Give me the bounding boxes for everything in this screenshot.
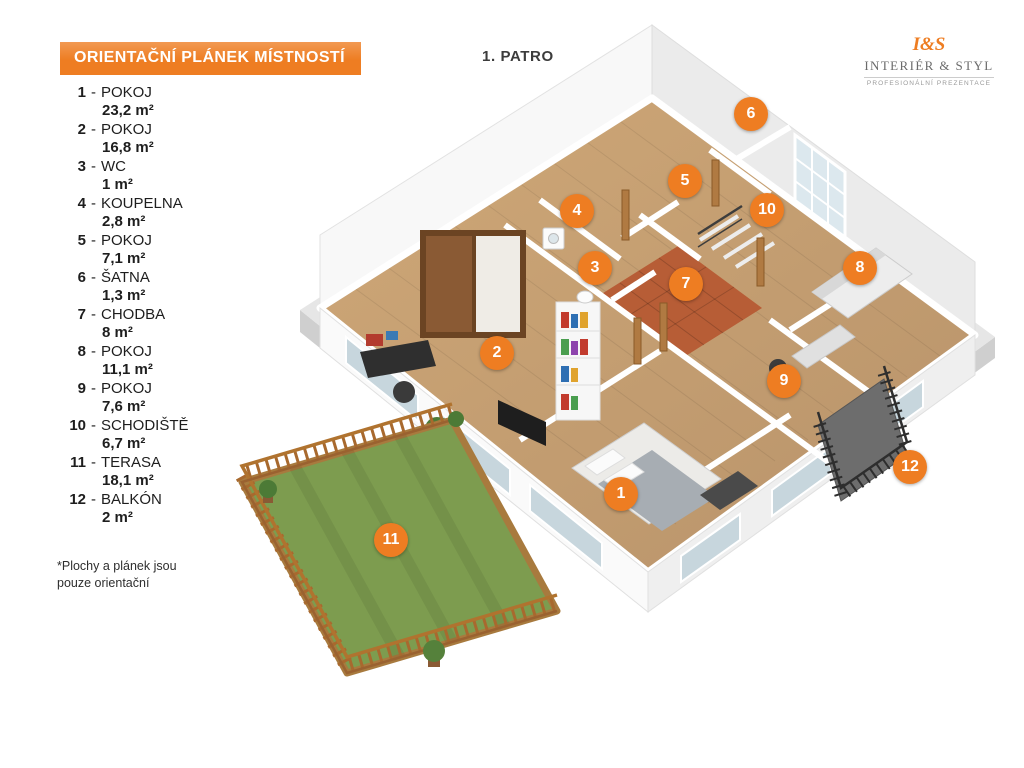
legend-item-number: 10	[69, 417, 86, 434]
legend-item-area: 11,1 m²	[102, 361, 153, 378]
tv	[498, 400, 546, 446]
legend-item-area: 23,2 m²	[102, 102, 154, 119]
bathroom-fixtures	[542, 227, 594, 304]
legend-item-number: 1	[77, 84, 86, 101]
legend-item-area: 7,1 m²	[102, 250, 146, 267]
page-title: ORIENTAČNÍ PLÁNEK MÍSTNOSTÍ	[60, 42, 361, 75]
legend-item-number: 6	[77, 269, 86, 286]
legend-item-separator: -	[91, 121, 96, 138]
footnote-line-1: *Plochy a plánek jsou	[57, 559, 177, 573]
logo-name: INTERIÉR & STYL	[864, 58, 994, 73]
legend-item-name: CHODBA	[101, 306, 166, 323]
legend-item-area: 2,8 m²	[102, 213, 146, 230]
legend-item-area: 7,6 m²	[102, 398, 146, 415]
legend-item-area: 8 m²	[102, 324, 133, 341]
room-marker-10: 10	[750, 193, 784, 227]
legend-item-area: 16,8 m²	[102, 139, 154, 156]
legend-item-number: 7	[77, 306, 86, 323]
room-marker-5: 5	[668, 164, 702, 198]
legend-item-separator: -	[91, 158, 96, 175]
room-marker-3: 3	[578, 251, 612, 285]
room-marker-8: 8	[843, 251, 877, 285]
door-frames	[621, 159, 765, 365]
legend-item-name: WC	[101, 158, 126, 175]
room-marker-12: 12	[893, 450, 927, 484]
room-marker-6: 6	[734, 97, 768, 131]
footnote-line-2: pouze orientační	[57, 576, 150, 590]
legend-item-area: 1,3 m²	[102, 287, 146, 304]
legend-item-number: 9	[77, 380, 86, 397]
legend-item-separator: -	[91, 269, 96, 286]
legend-item-separator: -	[91, 417, 96, 434]
bed-room1	[571, 422, 758, 531]
legend-item-name: KOUPELNA	[101, 195, 183, 212]
room-marker-9: 9	[767, 364, 801, 398]
legend-item-name: POKOJ	[101, 232, 152, 249]
legend-item-number: 2	[77, 121, 86, 138]
legend-item-separator: -	[91, 84, 96, 101]
room-marker-2: 2	[480, 336, 514, 370]
legend-item-name: POKOJ	[101, 84, 152, 101]
legend-item-separator: -	[91, 195, 96, 212]
legend-item-name: BALKÓN	[101, 491, 162, 508]
legend-item-name: TERASA	[101, 454, 162, 471]
wardrobe	[420, 230, 526, 338]
legend-item-number: 4	[77, 195, 86, 212]
room-marker-7: 7	[669, 267, 703, 301]
staircase	[697, 204, 776, 269]
company-logo: I&S INTERIÉR & STYL PROFESIONÁLNÍ PREZEN…	[864, 34, 994, 87]
legend-item-area: 18,1 m²	[102, 472, 154, 489]
legend-item-separator: -	[91, 380, 96, 397]
logo-tagline: PROFESIONÁLNÍ PREZENTACE	[864, 77, 994, 87]
legend-item-number: 8	[77, 343, 86, 360]
logo-monogram-icon: I&S	[912, 34, 946, 55]
legend-item-separator: -	[91, 306, 96, 323]
legend-item-name: POKOJ	[101, 380, 152, 397]
legend-item-name: POKOJ	[101, 343, 152, 360]
legend-item-number: 3	[77, 158, 86, 175]
room-marker-11: 11	[374, 523, 408, 557]
legend-item-area: 1 m²	[102, 176, 133, 193]
legend-item-separator: -	[91, 454, 96, 471]
floor-label: 1. PATRO	[482, 48, 554, 65]
legend-item-separator: -	[91, 491, 96, 508]
legend-item-area: 6,7 m²	[102, 435, 146, 452]
legend-item-name: SCHODIŠTĚ	[101, 417, 189, 434]
legend-footnote: *Plochy a plánek jsou pouze orientační	[57, 558, 177, 592]
room-marker-4: 4	[560, 194, 594, 228]
legend-item-separator: -	[91, 232, 96, 249]
legend-item-area: 2 m²	[102, 509, 133, 526]
legend-item-name: POKOJ	[101, 121, 152, 138]
terrace-plants-icon	[259, 411, 464, 667]
room-marker-1: 1	[604, 477, 638, 511]
legend-item-number: 11	[70, 454, 86, 471]
legend-item-number: 5	[77, 232, 86, 249]
legend-item-number: 12	[69, 491, 86, 508]
desk-room2	[360, 331, 436, 403]
legend-item-separator: -	[91, 343, 96, 360]
legend-item-name: ŠATNA	[101, 269, 150, 286]
bookshelf	[555, 301, 601, 421]
